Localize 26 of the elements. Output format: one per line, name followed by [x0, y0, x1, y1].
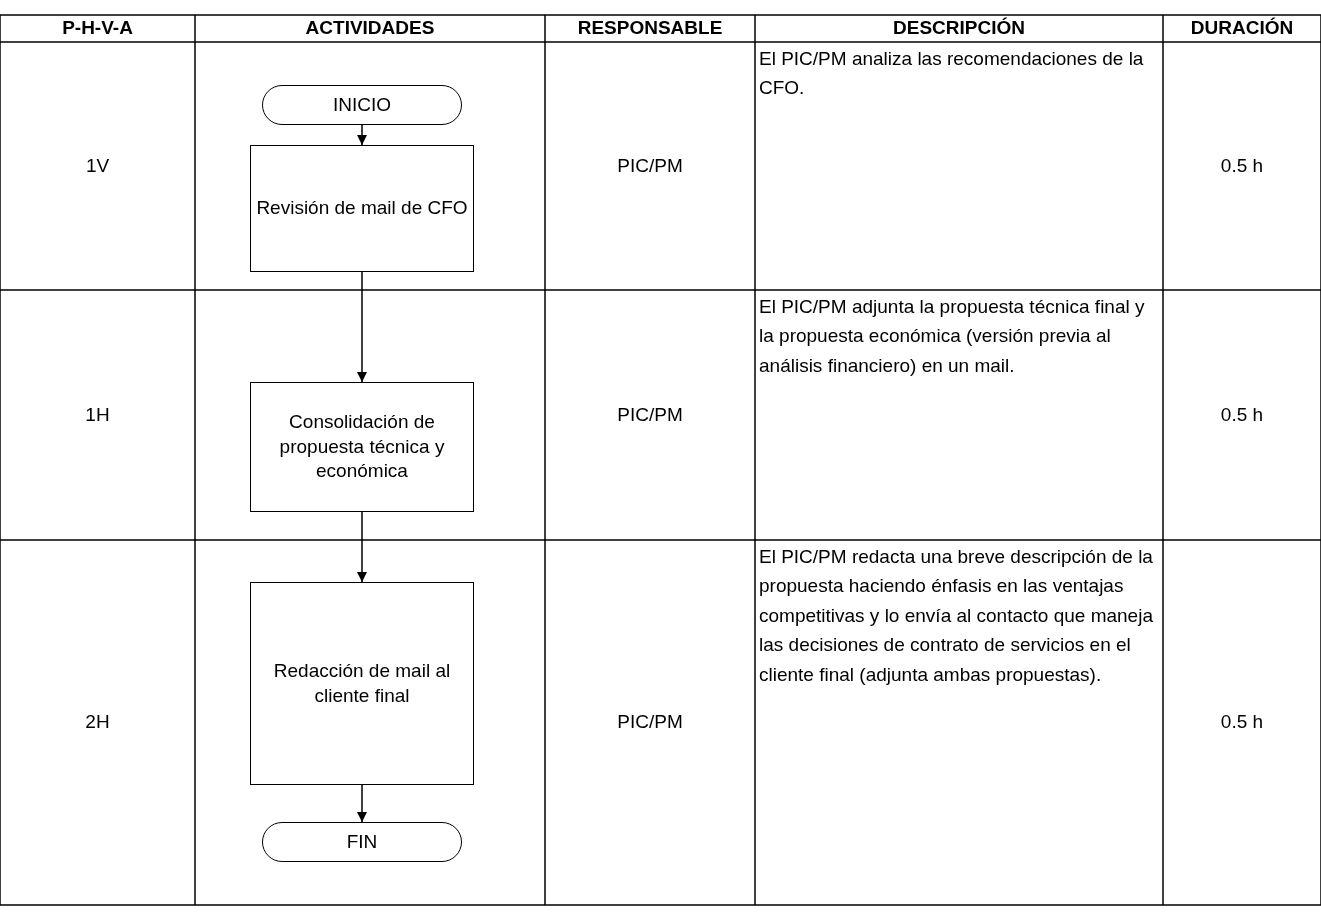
column-header: RESPONSABLE: [576, 16, 724, 41]
column-header: P-H-V-A: [61, 16, 134, 41]
phase-code: 2H: [84, 710, 111, 735]
terminal-shape: FIN: [262, 822, 462, 862]
column-header: DURACIÓN: [1189, 16, 1295, 41]
phase-code: 1V: [84, 153, 111, 178]
arrow: [356, 124, 368, 146]
process-box: Redacción de mail al cliente final: [250, 582, 474, 785]
duration-text: 0.5 h: [1219, 153, 1265, 178]
arrow: [356, 784, 368, 823]
description-text: El PIC/PM analiza las recomendaciones de la CFO.: [758, 47, 1145, 101]
description-text: El PIC/PM redacta una breve descripción de la propuesta haciendo énfasis en las ventajas competitivas y lo envía al contacto que maneja las decisiones de contrato de servicios en el cliente final (adjunta ambas propuestas).: [758, 545, 1154, 687]
column-header: DESCRIPCIÓN: [892, 16, 1026, 41]
phase-code: 1H: [84, 402, 111, 427]
description-text: El PIC/PM adjunta la propuesta técnica final y la propuesta económica (versión previa al análisis financiero) en un mail.: [758, 295, 1146, 378]
process-box: Consolidación de propuesta técnica y económica: [250, 382, 474, 512]
duration-text: 0.5 h: [1219, 710, 1265, 735]
responsible-text: PIC/PM: [616, 402, 684, 427]
terminal-shape: INICIO: [262, 85, 462, 125]
column-header: ACTIVIDADES: [304, 16, 436, 41]
responsible-text: PIC/PM: [616, 153, 684, 178]
responsible-text: PIC/PM: [616, 710, 684, 735]
arrow: [356, 511, 368, 583]
arrow: [356, 271, 368, 383]
duration-text: 0.5 h: [1219, 402, 1265, 427]
process-box: Revisión de mail de CFO: [250, 145, 474, 272]
